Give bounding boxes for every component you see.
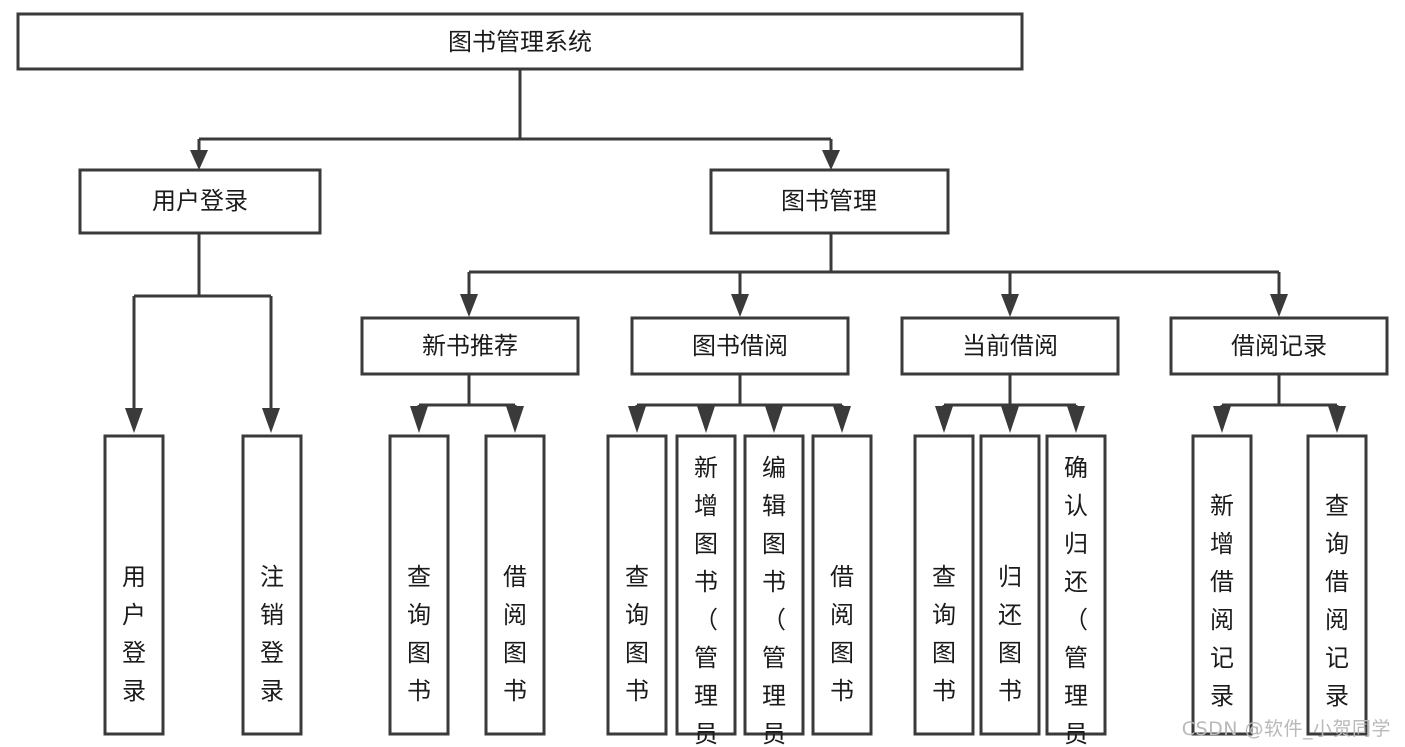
arrowhead-borrow-record bbox=[1270, 294, 1288, 317]
node-leaf-borrow-book-1[interactable]: 借阅图书 bbox=[484, 434, 546, 736]
node-user-login[interactable]: 用户登录 bbox=[78, 168, 322, 235]
arrowhead-leaf-return-book bbox=[1001, 406, 1019, 433]
node-leaf-query-book-2[interactable]: 查询图书 bbox=[606, 434, 668, 736]
node-borrow-record-box[interactable] bbox=[1169, 316, 1389, 376]
node-book-borrow[interactable]: 图书借阅 bbox=[630, 316, 850, 376]
node-user-login-box[interactable] bbox=[78, 168, 322, 235]
node-leaf-borrow-book-2[interactable]: 借阅图书 bbox=[811, 434, 873, 736]
node-book-borrow-box[interactable] bbox=[630, 316, 850, 376]
node-leaf-edit-book-label: 编辑图书（管理员） bbox=[762, 454, 786, 747]
node-leaf-logout-login-label: 注销登录 bbox=[260, 563, 284, 705]
node-leaf-query-book-3-label: 查询图书 bbox=[932, 563, 956, 705]
node-leaf-query-book-3-box[interactable] bbox=[913, 434, 975, 736]
node-leaf-borrow-book-1-label: 借阅图书 bbox=[503, 563, 527, 705]
node-leaf-query-book-1-box[interactable] bbox=[388, 434, 450, 736]
node-leaf-edit-book-box[interactable] bbox=[743, 434, 805, 736]
arrowhead-leaf-logout-login bbox=[262, 408, 280, 433]
node-book-manage-box[interactable] bbox=[709, 168, 950, 235]
node-leaf-query-record[interactable]: 查询借阅记录 bbox=[1306, 434, 1368, 736]
node-book-borrow-label: 图书借阅 bbox=[692, 332, 788, 360]
node-root-label: 图书管理系统 bbox=[448, 28, 592, 56]
node-leaf-confirm-return[interactable]: 确认归还（管理员） bbox=[1045, 434, 1107, 747]
arrowhead-leaf-edit-book bbox=[765, 406, 783, 433]
arrowhead-leaf-add-record bbox=[1213, 406, 1231, 433]
node-leaf-borrow-book-2-box[interactable] bbox=[811, 434, 873, 736]
node-root-box[interactable] bbox=[16, 12, 1024, 71]
node-current-borrow[interactable]: 当前借阅 bbox=[900, 316, 1120, 376]
node-leaf-return-book-box[interactable] bbox=[979, 434, 1041, 736]
node-leaf-borrow-book-1-box[interactable] bbox=[484, 434, 546, 736]
node-leaf-confirm-return-box[interactable] bbox=[1045, 434, 1107, 736]
node-leaf-return-book-label: 归还图书 bbox=[998, 563, 1022, 705]
node-leaf-add-book-box[interactable] bbox=[675, 434, 737, 736]
node-leaf-add-record-label: 新增借阅记录 bbox=[1210, 492, 1234, 710]
arrowhead-current-borrow bbox=[1001, 294, 1019, 317]
node-leaf-edit-book[interactable]: 编辑图书（管理员） bbox=[743, 434, 805, 747]
node-leaf-query-book-2-label: 查询图书 bbox=[625, 563, 649, 705]
arrowhead-leaf-borrow-book-1 bbox=[506, 406, 524, 433]
node-current-borrow-label: 当前借阅 bbox=[962, 332, 1058, 360]
node-leaf-query-book-1-label: 查询图书 bbox=[407, 563, 431, 705]
node-leaf-logout-login[interactable]: 注销登录 bbox=[241, 434, 303, 736]
node-leaf-query-record-box[interactable] bbox=[1306, 434, 1368, 736]
node-new-book-recommend[interactable]: 新书推荐 bbox=[360, 316, 580, 376]
node-leaf-query-book-1[interactable]: 查询图书 bbox=[388, 434, 450, 736]
arrowhead-book-manage bbox=[822, 150, 840, 170]
node-current-borrow-box[interactable] bbox=[900, 316, 1120, 376]
arrowhead-leaf-borrow-book-2 bbox=[833, 406, 851, 433]
arrowhead-leaf-add-book bbox=[697, 406, 715, 433]
node-leaf-return-book[interactable]: 归还图书 bbox=[979, 434, 1041, 736]
arrowhead-leaf-confirm-return bbox=[1067, 406, 1085, 433]
node-book-manage-label: 图书管理 bbox=[781, 187, 877, 215]
node-leaf-query-record-label: 查询借阅记录 bbox=[1325, 492, 1349, 710]
arrowhead-user-login bbox=[190, 150, 208, 170]
node-leaf-add-record-box[interactable] bbox=[1191, 434, 1253, 736]
node-book-manage[interactable]: 图书管理 bbox=[709, 168, 950, 235]
node-new-book-recommend-box[interactable] bbox=[360, 316, 580, 376]
node-leaf-confirm-return-label: 确认归还（管理员） bbox=[1064, 454, 1088, 747]
node-leaf-logout-login-box[interactable] bbox=[241, 434, 303, 736]
node-new-book-recommend-label: 新书推荐 bbox=[422, 332, 518, 360]
node-leaf-user-login-label: 用户登录 bbox=[122, 563, 146, 705]
node-borrow-record[interactable]: 借阅记录 bbox=[1169, 316, 1389, 376]
node-root[interactable]: 图书管理系统 bbox=[16, 12, 1024, 71]
connector-layer bbox=[125, 69, 1346, 433]
node-leaf-borrow-book-2-label: 借阅图书 bbox=[830, 563, 854, 705]
node-leaf-query-book-3[interactable]: 查询图书 bbox=[913, 434, 975, 736]
node-leaf-query-book-2-box[interactable] bbox=[606, 434, 668, 736]
csdn-watermark: CSDN @软件_小贺同学 bbox=[1181, 718, 1391, 740]
arrowhead-book-borrow bbox=[731, 294, 749, 317]
arrowhead-new-book-recommend bbox=[460, 294, 478, 317]
node-leaf-user-login-box[interactable] bbox=[103, 434, 165, 736]
node-leaf-add-record[interactable]: 新增借阅记录 bbox=[1191, 434, 1253, 736]
node-leaf-user-login[interactable]: 用户登录 bbox=[103, 434, 165, 736]
arrowhead-leaf-query-book-2 bbox=[628, 406, 646, 433]
arrowhead-leaf-query-book-1 bbox=[410, 406, 428, 433]
arrowhead-leaf-query-book-3 bbox=[935, 406, 953, 433]
node-user-login-label: 用户登录 bbox=[152, 187, 248, 215]
node-borrow-record-label: 借阅记录 bbox=[1231, 332, 1327, 360]
node-leaf-add-book-label: 新增图书（管理员） bbox=[694, 454, 718, 747]
arrowhead-leaf-query-record bbox=[1328, 406, 1346, 433]
node-leaf-add-book[interactable]: 新增图书（管理员） bbox=[675, 434, 737, 747]
arrowhead-leaf-user-login bbox=[125, 408, 143, 433]
